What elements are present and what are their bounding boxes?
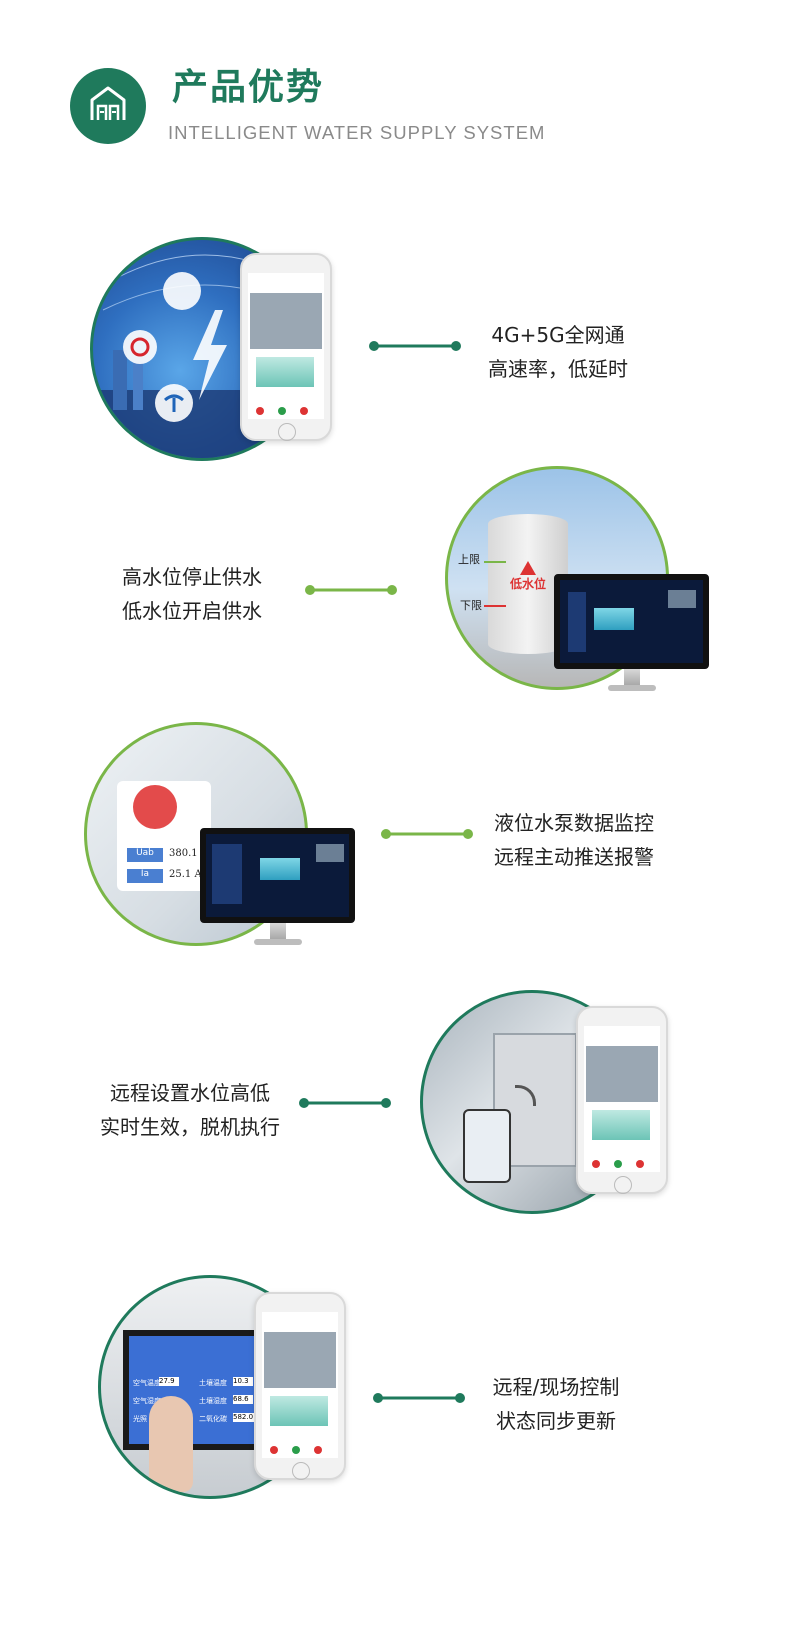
- tank-graphic: [256, 357, 314, 387]
- pointing-hand: [149, 1396, 193, 1492]
- camera-feed: [264, 1332, 336, 1388]
- soil-temp-value: 10.3: [233, 1377, 253, 1386]
- feature-line2: 状态同步更新: [496, 1409, 616, 1433]
- monitor-base: [608, 685, 656, 691]
- tank-graphic: [594, 608, 634, 630]
- tank-graphic: [260, 858, 300, 880]
- upper-limit-label: 上限: [458, 553, 480, 566]
- warning-icon: [520, 561, 536, 575]
- home-button: [292, 1462, 310, 1480]
- feature-line2: 实时生效，脱机执行: [100, 1115, 280, 1139]
- monitor-stand: [624, 669, 640, 685]
- page-title: 产品优势: [172, 67, 325, 108]
- current-value: 25.1 A: [169, 869, 202, 880]
- tank-graphic: [592, 1110, 650, 1140]
- soil-temp-label: 土壤温度: [199, 1379, 227, 1387]
- connector-line: [372, 1388, 466, 1408]
- feature-text: 液位水泵数据监控 远程主动推送报警: [454, 806, 694, 874]
- camera-feed: [316, 844, 344, 862]
- feature-text: 远程/现场控制 状态同步更新: [436, 1370, 676, 1438]
- feature-line2: 远程主动推送报警: [494, 845, 654, 869]
- feature-line1: 高水位停止供水: [122, 565, 262, 589]
- pump-icon: [133, 785, 177, 829]
- feature-line1: 远程/现场控制: [492, 1375, 620, 1399]
- home-button: [614, 1176, 632, 1194]
- air-temp-label: 空气温度: [133, 1379, 161, 1387]
- monitor-mockup: [554, 574, 709, 669]
- soil-humidity-value: 68.6: [233, 1395, 253, 1404]
- light-label: 光照: [133, 1415, 147, 1423]
- monitor-mockup: [200, 828, 355, 923]
- co2-value: 582.0: [233, 1413, 255, 1422]
- logo-badge: [70, 68, 146, 144]
- feature-line2: 高速率，低延时: [488, 357, 628, 381]
- upper-limit-line: [484, 561, 506, 563]
- co2-label: 二氧化碳: [199, 1415, 227, 1423]
- feature-line2: 低水位开启供水: [122, 599, 262, 623]
- status-light: [300, 407, 308, 415]
- feature-line1: 4G+5G全网通: [491, 323, 625, 347]
- voltage-value: 380.1 V: [169, 848, 209, 859]
- sidebar-panel: [212, 844, 242, 904]
- current-tag: Ia: [127, 869, 163, 883]
- low-water-alarm: 低水位: [510, 577, 547, 591]
- phone-screen: [248, 273, 324, 419]
- camera-feed: [586, 1046, 658, 1102]
- connector-line: [304, 580, 398, 600]
- phone-screen: [262, 1312, 338, 1458]
- monitor-base: [254, 939, 302, 945]
- building-icon: [90, 86, 126, 120]
- pump-scene: Uab 380.1 V Ia 25.1 A: [84, 722, 308, 946]
- status-light: [256, 407, 264, 415]
- sidebar-panel: [568, 592, 586, 652]
- connector-line: [368, 336, 462, 356]
- connector-line: [298, 1093, 392, 1113]
- soil-humidity-label: 土壤湿度: [199, 1397, 227, 1405]
- camera-feed: [250, 293, 322, 349]
- status-light: [592, 1160, 600, 1168]
- air-humidity-label: 空气湿度: [133, 1397, 161, 1405]
- china-unicom-icon: [123, 330, 157, 364]
- page-subtitle: INTELLIGENT WATER SUPPLY SYSTEM: [168, 122, 546, 143]
- hand-holding-phone: [463, 1109, 511, 1183]
- china-mobile-icon: [163, 272, 201, 310]
- china-telecom-icon: [155, 384, 193, 422]
- wifi-signal-icon: [515, 1085, 536, 1106]
- phone-screen: [584, 1026, 660, 1172]
- status-light: [314, 1446, 322, 1454]
- phone-mockup: [254, 1292, 346, 1480]
- status-light: [292, 1446, 300, 1454]
- feature-line1: 液位水泵数据监控: [494, 811, 654, 835]
- tank-graphic: [270, 1396, 328, 1426]
- monitor-stand: [270, 923, 286, 939]
- phone-mockup: [576, 1006, 668, 1194]
- status-light: [270, 1446, 278, 1454]
- feature-line1: 远程设置水位高低: [110, 1081, 270, 1105]
- home-button: [278, 423, 296, 441]
- lower-limit-line: [484, 605, 506, 607]
- feature-text: 高水位停止供水 低水位开启供水: [72, 560, 312, 628]
- connector-line: [380, 824, 474, 844]
- feature-text: 4G+5G全网通 高速率，低延时: [438, 318, 678, 386]
- status-light: [278, 407, 286, 415]
- status-light: [636, 1160, 644, 1168]
- status-light: [614, 1160, 622, 1168]
- air-temp-value: 27.9: [159, 1377, 179, 1386]
- voltage-tag: Uab: [127, 848, 163, 862]
- lower-limit-label: 下限: [460, 599, 482, 612]
- camera-feed: [668, 590, 696, 608]
- phone-mockup: [240, 253, 332, 441]
- feature-text: 远程设置水位高低 实时生效，脱机执行: [70, 1076, 310, 1144]
